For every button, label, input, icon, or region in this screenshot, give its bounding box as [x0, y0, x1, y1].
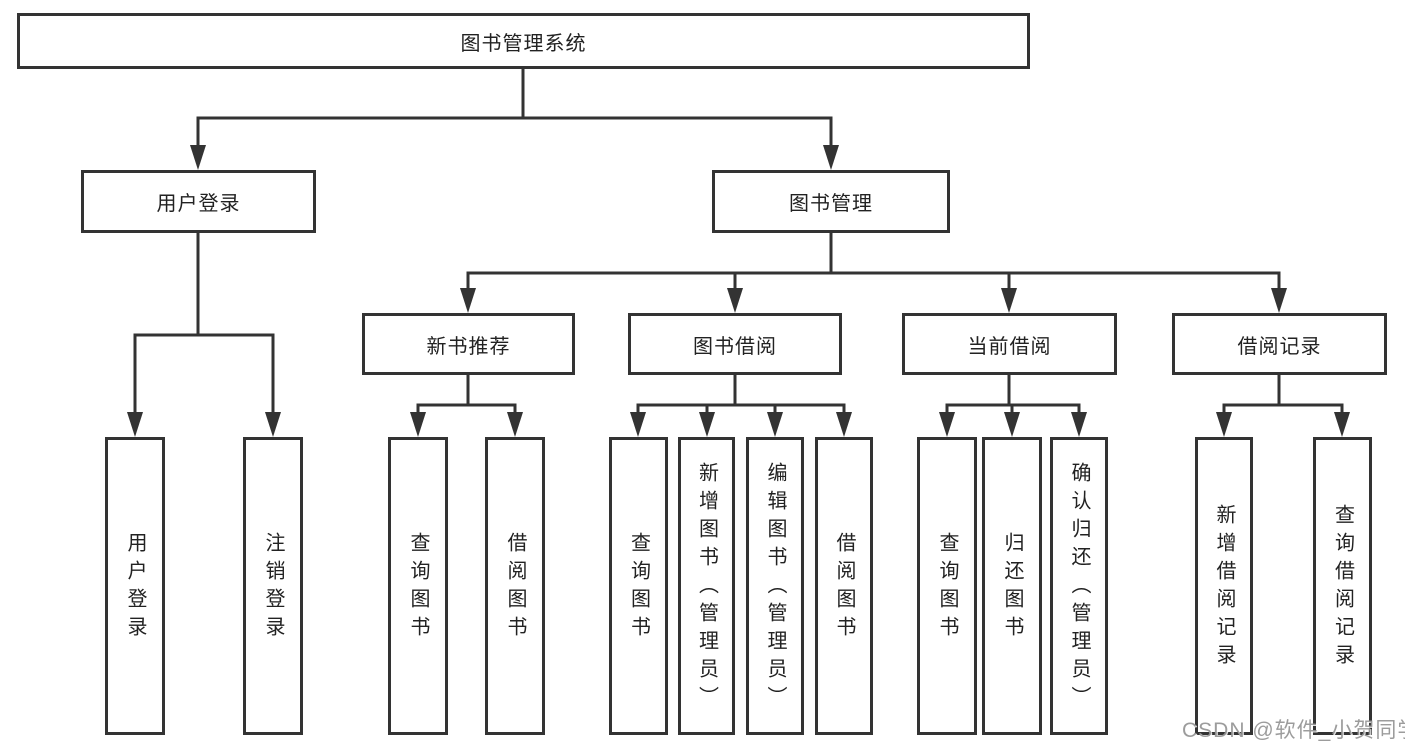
connector-new-book-rec-bar [416, 403, 517, 414]
arrowhead-new-book-rec [460, 288, 476, 313]
leaf-query-book-3: 查询图书 [917, 437, 977, 735]
leaf-return-book: 归还图书 [982, 437, 1042, 735]
node-new-book-rec: 新书推荐 [362, 313, 575, 375]
leaf-user-login: 用户登录 [105, 437, 165, 735]
arrowhead-current-borrow [1001, 288, 1017, 313]
arrowhead-book-borrow [727, 288, 743, 313]
arrowhead-add-borrow-record [1216, 412, 1232, 437]
node-current-borrow: 当前借阅 [902, 313, 1117, 375]
node-book-mgmt: 图书管理 [712, 170, 950, 233]
node-root: 图书管理系统 [17, 13, 1030, 69]
leaf-query-borrow-record: 查询借阅记录 [1313, 437, 1372, 735]
leaf-borrow-book-2: 借阅图书 [815, 437, 873, 735]
connector-user-login-bar [133, 333, 275, 413]
leaf-logout: 注销登录 [243, 437, 303, 735]
arrowhead-confirm-return [1071, 412, 1087, 437]
leaf-add-book-admin: 新增图书（管理员） [678, 437, 735, 735]
arrowhead-leaf-user-login [127, 412, 143, 437]
arrowhead-query-book-3 [939, 412, 955, 437]
arrowhead-borrow-book-1 [507, 412, 523, 437]
arrowhead-query-book-1 [410, 412, 426, 437]
connector-book-borrow-bar [636, 403, 846, 414]
arrowhead-return-book [1004, 412, 1020, 437]
node-borrow-records: 借阅记录 [1172, 313, 1387, 375]
arrowhead-borrow-book-2 [836, 412, 852, 437]
node-user-login: 用户登录 [81, 170, 316, 233]
leaf-edit-book-admin: 编辑图书（管理员） [746, 437, 804, 735]
arrowhead-query-borrow-record [1334, 412, 1350, 437]
node-book-borrow: 图书借阅 [628, 313, 842, 375]
leaf-query-book-2: 查询图书 [609, 437, 668, 735]
arrowhead-edit-book [767, 412, 783, 437]
connector-borrow-records-bar [1222, 403, 1344, 414]
arrowhead-user-login [190, 145, 206, 170]
leaf-add-borrow-record: 新增借阅记录 [1195, 437, 1253, 735]
leaf-confirm-return-admin: 确认归还（管理员） [1050, 437, 1108, 735]
arrowhead-book-mgmt [823, 145, 839, 170]
arrowhead-query-book-2 [630, 412, 646, 437]
leaf-query-book-1: 查询图书 [388, 437, 448, 735]
connector-level1-bar [196, 116, 833, 147]
leaf-borrow-book-1: 借阅图书 [485, 437, 545, 735]
arrowhead-borrow-records [1271, 288, 1287, 313]
arrowhead-add-book [699, 412, 715, 437]
connector-level2-bar [466, 271, 1281, 290]
arrowhead-leaf-logout [265, 412, 281, 437]
csdn-watermark: CSDN @软件_小贺同学 [1182, 719, 1405, 742]
